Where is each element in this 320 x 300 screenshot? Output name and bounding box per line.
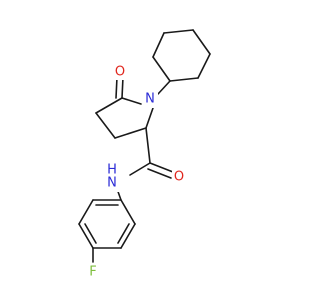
bond	[114, 127, 147, 139]
bond	[197, 53, 211, 79]
bond	[78, 199, 94, 225]
bond	[78, 223, 94, 249]
molecule-diagram: N O H N O F	[78, 29, 211, 281]
bond	[129, 162, 151, 176]
bond	[157, 80, 171, 95]
amide-h-label: H	[107, 163, 117, 178]
bond	[121, 97, 142, 105]
bond	[95, 97, 123, 114]
bond	[121, 76, 124, 99]
bond	[120, 199, 136, 225]
bond	[120, 223, 136, 249]
atom-labels: N O H N O F	[86, 64, 186, 281]
bond	[117, 223, 130, 244]
bond	[84, 223, 97, 244]
nitrogen-ring-label: N	[145, 92, 155, 107]
fluorine-label: F	[89, 265, 96, 280]
oxygen-amide-label: O	[174, 170, 184, 185]
bond	[163, 29, 194, 34]
bond	[152, 56, 171, 82]
bond	[149, 162, 174, 173]
bond	[145, 107, 154, 129]
bond	[115, 76, 118, 99]
bond	[169, 77, 199, 82]
bond	[145, 127, 151, 164]
bond	[147, 168, 172, 179]
bond	[152, 32, 165, 58]
bond	[95, 112, 116, 139]
amide-n-label: N	[107, 176, 117, 191]
oxygen-ring-carbonyl-label: O	[115, 65, 125, 80]
bond	[192, 29, 211, 55]
bond-layer	[78, 29, 211, 263]
